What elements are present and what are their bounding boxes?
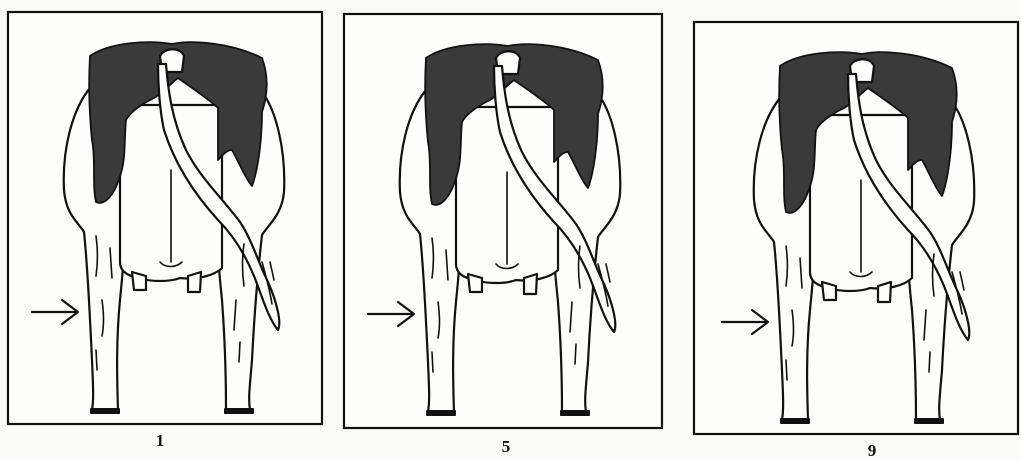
panel-5: 5	[344, 14, 662, 456]
panel-9-label: 9	[868, 441, 877, 460]
panel-1: 1	[8, 12, 322, 450]
panel-1-label: 1	[156, 431, 165, 450]
panel-5-label: 5	[502, 437, 511, 456]
panel-9: 9	[694, 22, 1018, 460]
